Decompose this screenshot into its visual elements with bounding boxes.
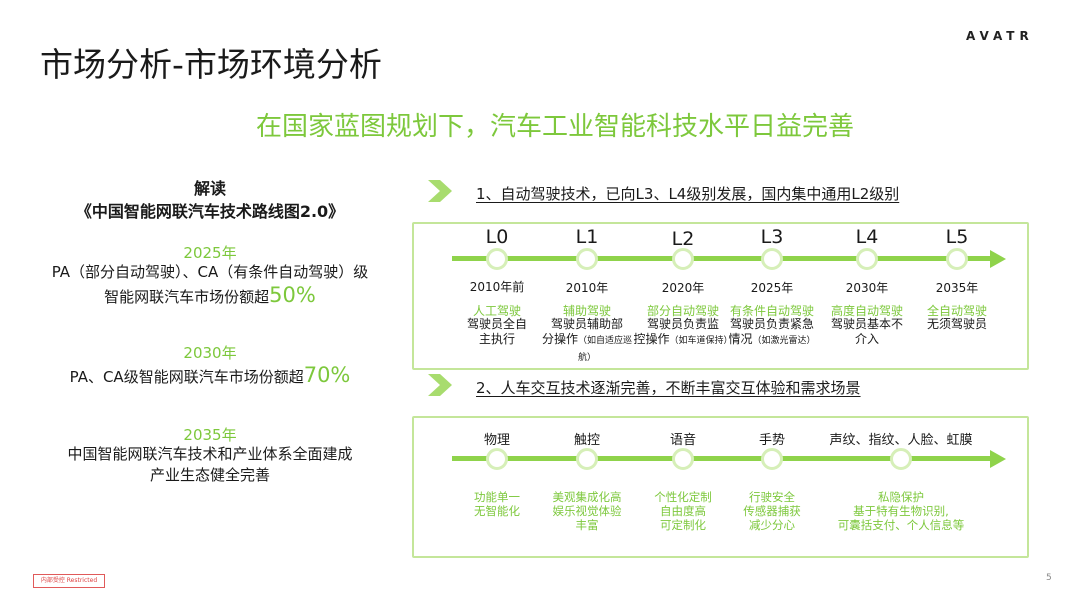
block-2030-line1: PA、CA级智能网联汽车市场份额超 [69,368,304,386]
year-2030: 2030年 [183,344,237,362]
stage-name: 辅助驾驶 [562,304,611,318]
timeline-node [946,248,968,270]
section1-title: 1、自动驾驶技术，已向L3、L4级别发展，国内集中通用L2级别 [476,185,900,203]
stage-name: 人工驾驶 [472,304,521,318]
stage-desc: 驾驶员全自 主执行 [466,317,527,346]
interaction-desc: 美观集成化高 娱乐视觉体验 丰富 [552,490,622,532]
restricted-stamp: 内部受控 Restricted [33,574,105,588]
interaction-desc: 个性化定制 自由度高 可定制化 [654,490,712,532]
interaction-node [761,448,783,470]
interaction-node [890,448,912,470]
level-label: L3 [760,226,784,248]
interaction-line [452,456,992,461]
stage-year: 2010年前 [469,280,525,294]
stage-desc: 驾驶员负责监 控操作（如车道保持） [633,317,733,346]
block-2025-line2-wrap: 智能网联汽车市场份额超50% [0,284,420,308]
level-label: L1 [575,226,599,248]
stage-desc: 驾驶员负责紧急 情况（如激光雷达） [728,317,816,346]
interaction-type: 触控 [573,433,600,448]
stage-year: 2010年 [565,281,609,295]
interaction-node [576,448,598,470]
brand-logo: AVATR [966,29,1034,43]
level-label: L5 [945,226,969,248]
stage-name: 全自动驾驶 [926,304,987,318]
interaction-type: 声纹、指纹、人脸、虹膜 [829,433,973,448]
block-2035-line2: 产业生态健全完善 [149,466,270,484]
timeline-node [672,248,694,270]
interaction-desc: 行驶安全 传感器捕获 减少分心 [743,490,801,532]
stage-desc: 驾驶员辅助部 分操作（如自适应巡航） [541,317,633,363]
level-label: L2 [671,228,695,250]
timeline-node [576,248,598,270]
timeline-node [856,248,878,270]
pct-2030: 70% [303,363,351,387]
stage-year: 2035年 [935,281,979,295]
autonomy-timeline-box [412,222,1029,370]
timeline-arrow-icon [990,250,1006,268]
stage-name: 高度自动驾驶 [830,304,903,318]
timeline-line [452,256,992,261]
interaction-node [672,448,694,470]
year-2025: 2025年 [183,244,237,262]
stage-year: 2025年 [750,281,794,295]
interaction-type: 语音 [669,433,696,448]
stage-desc: 驾驶员基本不 介入 [830,317,903,346]
page-subtitle: 在国家蓝图规划下，汽车工业智能科技水平日益完善 [255,112,854,142]
page-number: 5 [1046,573,1052,583]
level-label: L0 [485,226,509,248]
stage-year: 2020年 [661,281,705,295]
block-2025-line2: 智能网联汽车市场份额超 [104,288,270,306]
block-2035-line1: 中国智能网联汽车技术和产业体系全面建成 [67,445,353,463]
page-title: 市场分析-市场环境分析 [40,45,382,84]
interaction-type: 手势 [758,433,785,448]
stage-desc: 无须驾驶员 [926,317,987,331]
chevron-right-icon [428,180,452,202]
interaction-arrow-icon [990,450,1006,468]
stage-name: 有条件自动驾驶 [729,304,814,318]
interaction-desc: 功能单一 无智能化 [474,490,520,518]
stage-year: 2030年 [845,281,889,295]
roadmap-title: 《中国智能网联汽车技术路线图2.0》 [75,202,345,221]
timeline-node [486,248,508,270]
year-2035: 2035年 [183,426,237,444]
block-2030-line1-wrap: PA、CA级智能网联汽车市场份额超70% [0,364,420,388]
level-label: L4 [855,226,879,248]
section2-title: 2、人车交互技术逐渐完善，不断丰富交互体验和需求场景 [476,379,861,397]
interpretation-heading: 解读 [193,179,226,198]
interaction-timeline-box [412,416,1029,558]
interaction-node [486,448,508,470]
interaction-desc: 私隐保护 基于特有生物识别, 可囊括支付、个人信息等 [837,490,965,532]
chevron-right-icon [428,374,452,396]
timeline-node [761,248,783,270]
interaction-type: 物理 [483,433,510,448]
stage-name: 部分自动驾驶 [646,304,719,318]
pct-2025: 50% [269,283,316,307]
block-2025-line1: PA（部分自动驾驶）、CA（有条件自动驾驶）级 [51,263,369,281]
